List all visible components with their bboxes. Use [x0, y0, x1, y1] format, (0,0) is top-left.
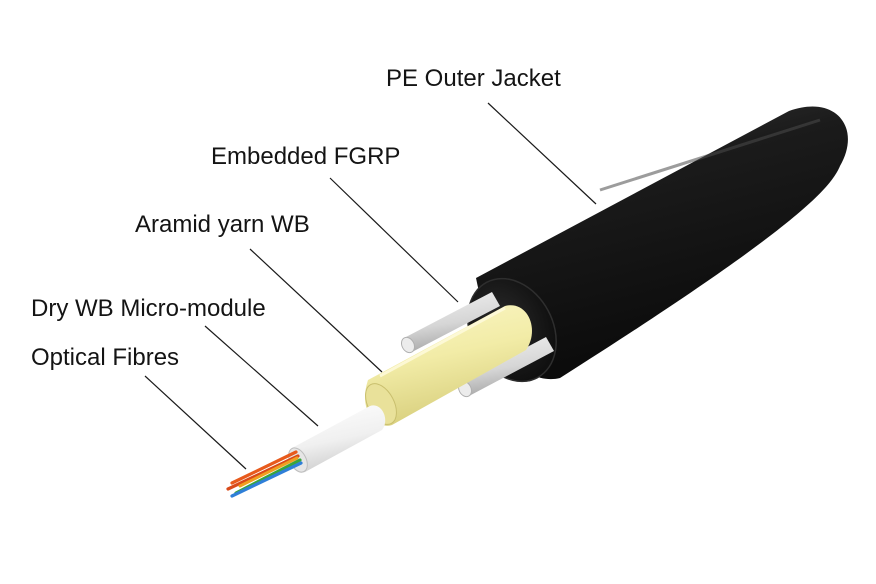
leader-lines [144, 102, 597, 470]
label-pe-outer-jacket: PE Outer Jacket [386, 65, 561, 92]
label-embedded-fgrp: Embedded FGRP [211, 143, 401, 170]
label-optical-fibres: Optical Fibres [31, 344, 180, 371]
leader-line-fibres [144, 375, 247, 470]
leader-line-jacket [487, 102, 597, 205]
label-aramid-yarn-wb: Aramid yarn WB [135, 211, 310, 238]
aramid-yarn-layer [365, 305, 532, 426]
leader-line-module [204, 325, 319, 427]
leader-line-fgrp [329, 177, 459, 303]
leader-line-aramid [249, 248, 383, 373]
label-dry-wb-micro-module: Dry WB Micro-module [31, 295, 266, 322]
fgrp-rod-upper [401, 292, 500, 354]
optical-fibres [226, 450, 303, 498]
